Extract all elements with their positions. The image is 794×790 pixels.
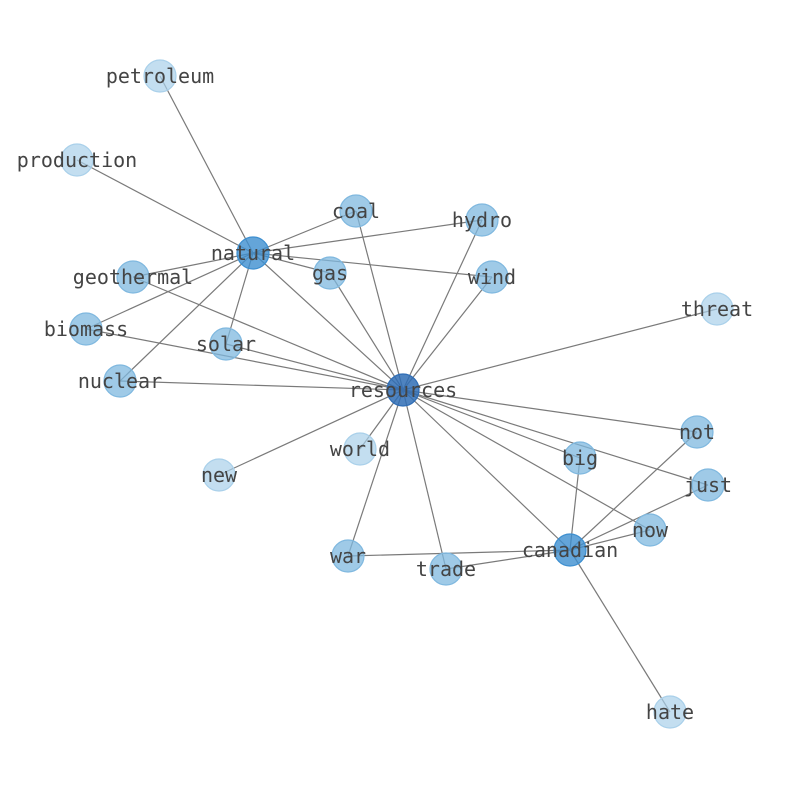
node-world[interactable] [343, 432, 377, 466]
node-geothermal[interactable] [116, 260, 150, 294]
node-label-nuclear: nuclear [78, 369, 162, 393]
node-resources[interactable] [386, 373, 420, 407]
edge-natural-coal [252, 210, 357, 254]
edge-resources-canadian [402, 389, 571, 551]
node-production[interactable] [60, 143, 94, 177]
node-label-wind: wind [468, 265, 516, 289]
node-label-natural: natural [211, 241, 295, 265]
node-label-production: production [17, 148, 137, 172]
edge-resources-war [347, 389, 404, 557]
node-label-resources: resources [349, 378, 457, 402]
node-label-hate: hate [646, 700, 694, 724]
node-label-petroleum: petroleum [106, 64, 214, 88]
edge-natural-production [76, 159, 254, 254]
edge-natural-geothermal [132, 252, 254, 278]
node-biomass[interactable] [69, 312, 103, 346]
edge-natural-hydro [252, 219, 483, 254]
edge-resources-not [402, 389, 698, 433]
node-label-biomass: biomass [44, 317, 128, 341]
edge-resources-coal [355, 210, 404, 391]
node-label-trade: trade [416, 557, 476, 581]
node-nuclear[interactable] [103, 364, 137, 398]
node-natural[interactable] [236, 236, 270, 270]
node-not[interactable] [680, 415, 714, 449]
node-war[interactable] [331, 539, 365, 573]
edge-resources-biomass [85, 328, 404, 391]
node-label-just: just [684, 473, 732, 497]
node-label-threat: threat [681, 297, 753, 321]
node-label-world: world [330, 437, 390, 461]
node-label-gas: gas [312, 261, 348, 285]
edge-resources-now [402, 389, 651, 531]
edge-resources-threat [402, 308, 718, 391]
node-now[interactable] [633, 513, 667, 547]
node-coal[interactable] [339, 194, 373, 228]
node-hydro[interactable] [465, 203, 499, 237]
edge-resources-hydro [402, 219, 483, 391]
edge-natural-resources [252, 252, 404, 391]
node-threat[interactable] [700, 292, 734, 326]
edge-resources-new [218, 389, 404, 476]
edge-natural-wind [252, 252, 493, 278]
edge-canadian-war [347, 549, 571, 557]
node-label-canadian: canadian [522, 538, 618, 562]
edge-resources-solar [225, 343, 404, 391]
node-wind[interactable] [475, 260, 509, 294]
edge-canadian-hate [569, 549, 671, 713]
node-label-hydro: hydro [452, 208, 512, 232]
edge-natural-biomass [85, 252, 254, 330]
edge-resources-trade [402, 389, 447, 570]
node-label-big: big [562, 446, 598, 470]
node-solar[interactable] [209, 327, 243, 361]
edge-resources-gas [329, 272, 404, 391]
node-label-solar: solar [196, 332, 256, 356]
node-big[interactable] [563, 441, 597, 475]
node-label-war: war [330, 544, 366, 568]
node-new[interactable] [202, 458, 236, 492]
node-label-now: now [632, 518, 669, 542]
node-label-not: not [679, 420, 715, 444]
node-gas[interactable] [313, 256, 347, 290]
node-label-new: new [201, 463, 238, 487]
edge-resources-geothermal [132, 276, 404, 391]
node-canadian[interactable] [553, 533, 587, 567]
edge-natural-nuclear [119, 252, 254, 382]
edge-resources-big [402, 389, 581, 459]
edge-resources-wind [402, 276, 493, 391]
node-just[interactable] [691, 468, 725, 502]
edge-canadian-not [569, 431, 698, 551]
edge-resources-nuclear [119, 380, 404, 391]
label-layer: resources natural canadian petroleum product… [17, 64, 753, 724]
node-label-geothermal: geothermal [73, 265, 193, 289]
edge-natural-petroleum [159, 75, 254, 254]
edge-canadian-just [569, 484, 709, 551]
node-hate[interactable] [653, 695, 687, 729]
node-label-coal: coal [332, 199, 380, 223]
node-petroleum[interactable] [143, 59, 177, 93]
node-layer [60, 59, 734, 729]
edge-canadian-trade [445, 549, 571, 570]
edge-resources-just [402, 389, 709, 486]
node-trade[interactable] [429, 552, 463, 586]
